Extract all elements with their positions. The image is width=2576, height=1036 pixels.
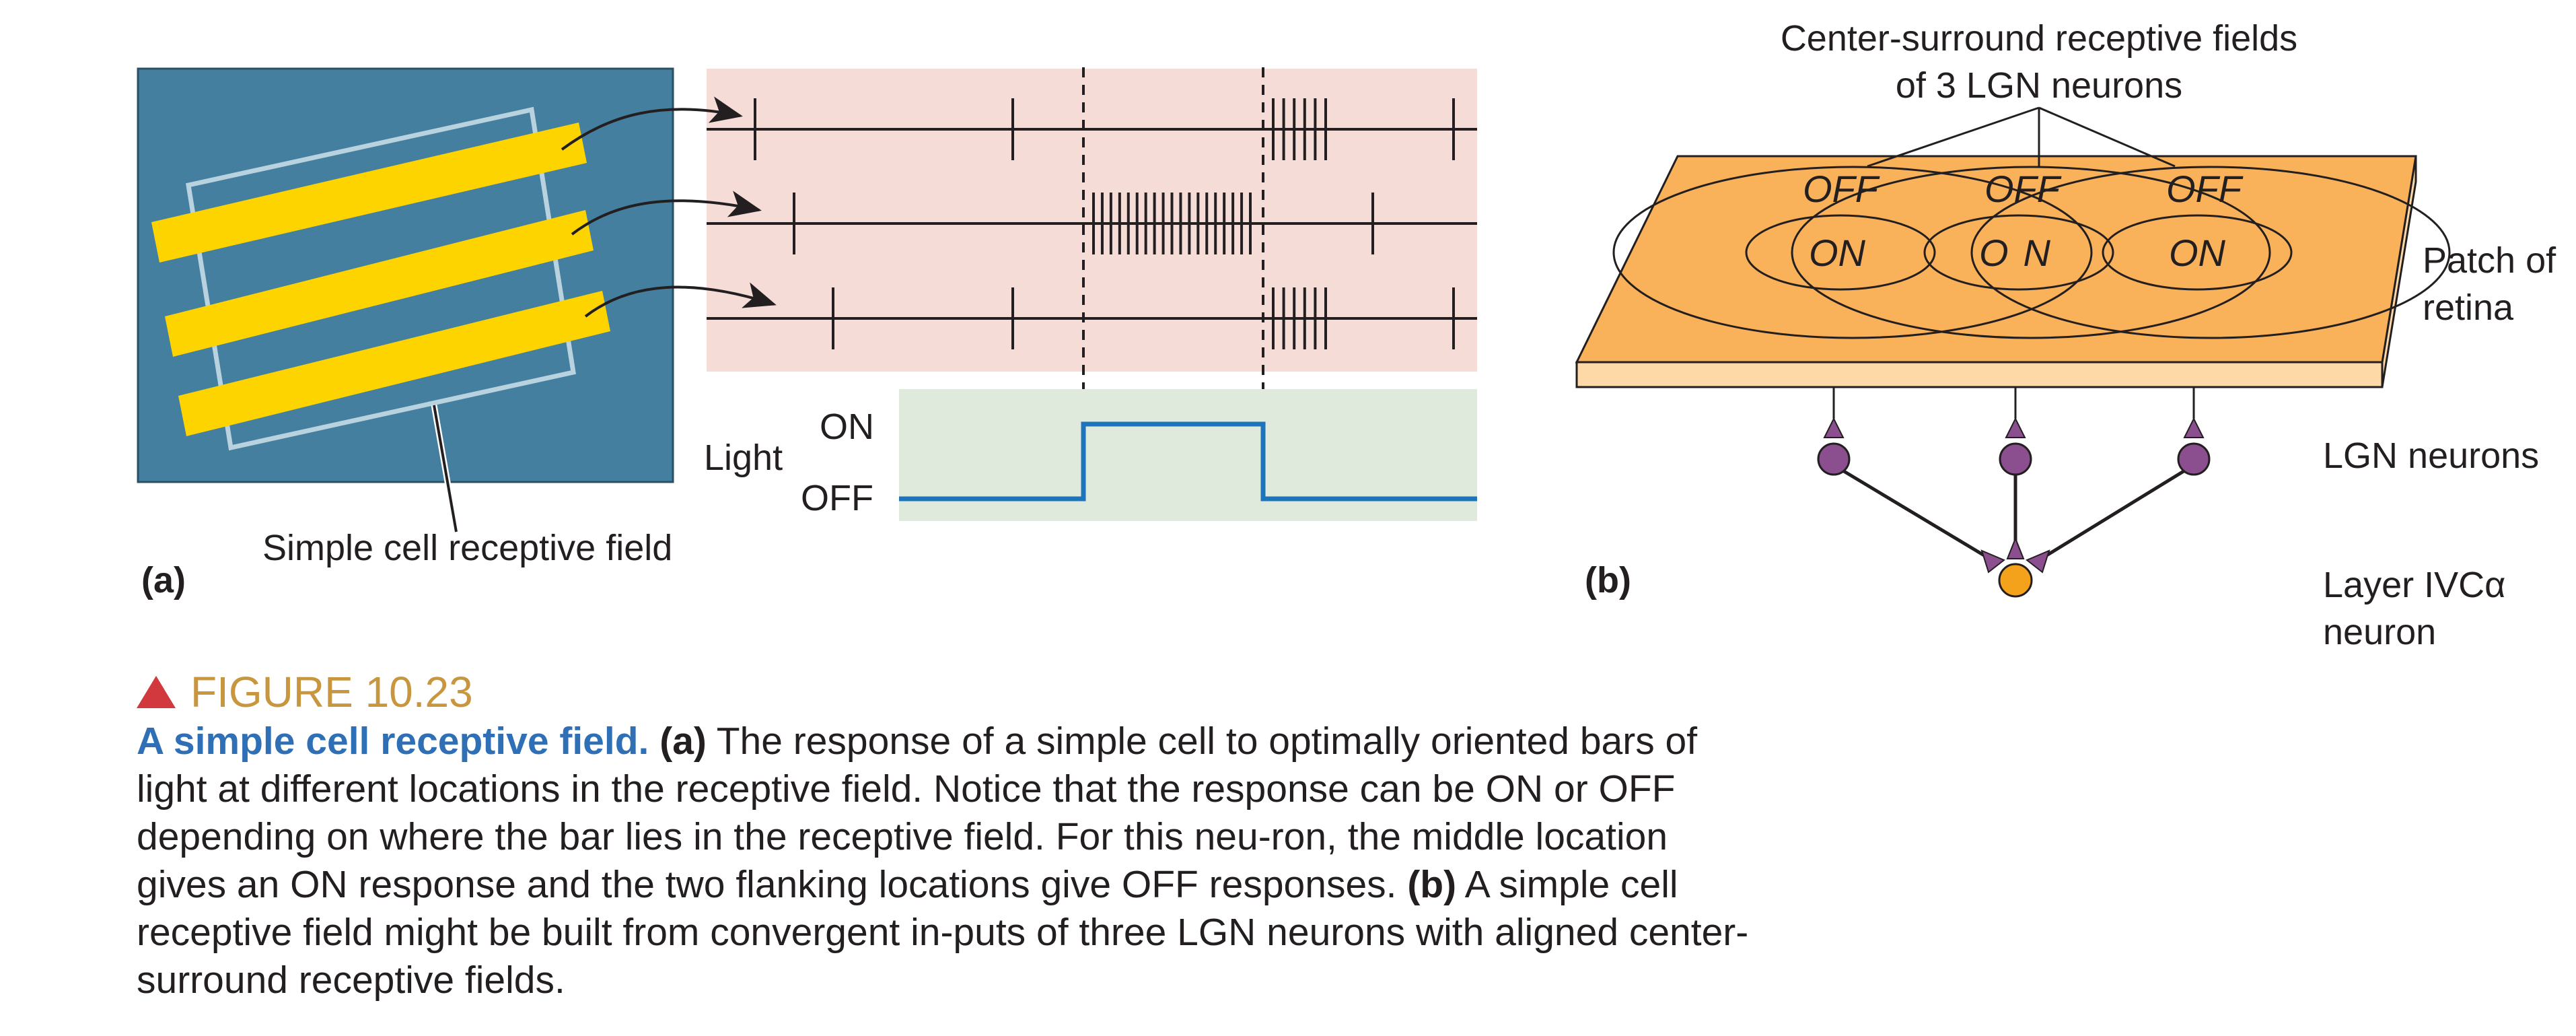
lgn-field-surround-3 bbox=[1970, 166, 2451, 339]
lgn-field-center-1 bbox=[1745, 214, 1936, 291]
figure-heading: FIGURE 10.23 bbox=[137, 666, 1765, 718]
light-off-label: OFF bbox=[801, 478, 873, 518]
field-2-off-label: OFF bbox=[1984, 168, 2062, 210]
layer-ivc-neuron bbox=[1998, 563, 2033, 598]
panel-b-title-line1: Center-surround receptive fields bbox=[1781, 18, 2297, 59]
lgn-label: LGN neurons bbox=[2323, 436, 2539, 476]
lgn-field-surround-2 bbox=[1791, 166, 2271, 339]
patch-label-line1: Patch of bbox=[2423, 240, 2556, 281]
layer-label-line1: Layer IVCα bbox=[2323, 565, 2505, 605]
figure-caption: FIGURE 10.23 A simple cell receptive fie… bbox=[137, 666, 1765, 1004]
receptive-field-label: Simple cell receptive field bbox=[262, 528, 672, 568]
arrow-middle bbox=[571, 191, 762, 236]
panel-a: Light ON OFF Simple cell receptive field… bbox=[137, 67, 1477, 600]
panel-b: Center-surround receptive fields of 3 LG… bbox=[1575, 18, 2556, 652]
spikes bbox=[754, 98, 1455, 349]
lgn-neuron-1 bbox=[1817, 387, 1851, 476]
light-bar-top bbox=[151, 123, 587, 263]
arrow-bottom bbox=[584, 282, 777, 318]
field-3-off-label: OFF bbox=[2166, 168, 2244, 210]
arrow-top bbox=[561, 96, 743, 151]
lgn-field-center-2 bbox=[1923, 214, 2114, 291]
light-trace-background bbox=[899, 389, 1477, 521]
retina-patch-side bbox=[1575, 361, 2384, 388]
layer-label-line2: neuron bbox=[2323, 612, 2436, 652]
simple-cell-receptive-field bbox=[186, 106, 576, 451]
triangle-icon bbox=[137, 676, 176, 708]
light-label: Light bbox=[704, 438, 783, 478]
light-trace bbox=[899, 421, 1477, 502]
lgn-neuron-2 bbox=[1999, 387, 2032, 476]
light-bar-middle bbox=[165, 210, 594, 357]
caption-part-a-marker: (a) bbox=[659, 720, 707, 763]
lgn-field-surround-1 bbox=[1612, 166, 2093, 339]
spike-train-background bbox=[707, 69, 1477, 372]
patch-label-line2: retina bbox=[2423, 287, 2514, 328]
light-on-label: ON bbox=[820, 407, 874, 447]
lgn-neuron-3 bbox=[2177, 387, 2211, 476]
lgn-field-center-3 bbox=[2102, 214, 2293, 291]
caption-part-b-text: A simple cell receptive field might be b… bbox=[137, 863, 1749, 1002]
panel-b-title-line2: of 3 LGN neurons bbox=[1896, 65, 2182, 106]
field-3-on-label: ON bbox=[2169, 232, 2226, 274]
caption-body: A simple cell receptive field. (a) The r… bbox=[137, 718, 1765, 1004]
field-1-off-label: OFF bbox=[1803, 168, 1880, 210]
panel-a-label: (a) bbox=[141, 560, 186, 600]
field-2-on-label: ON bbox=[1979, 232, 2065, 274]
caption-part-a-text: The response of a simple cell to optimal… bbox=[137, 720, 1698, 906]
light-bar-bottom bbox=[178, 291, 610, 436]
caption-title: A simple cell receptive field. bbox=[137, 720, 649, 763]
panel-b-label: (b) bbox=[1585, 560, 1631, 600]
field-1-on-label: ON bbox=[1809, 232, 1866, 274]
caption-part-b-marker: (b) bbox=[1407, 863, 1457, 906]
figure-label: FIGURE 10.23 bbox=[190, 668, 473, 716]
